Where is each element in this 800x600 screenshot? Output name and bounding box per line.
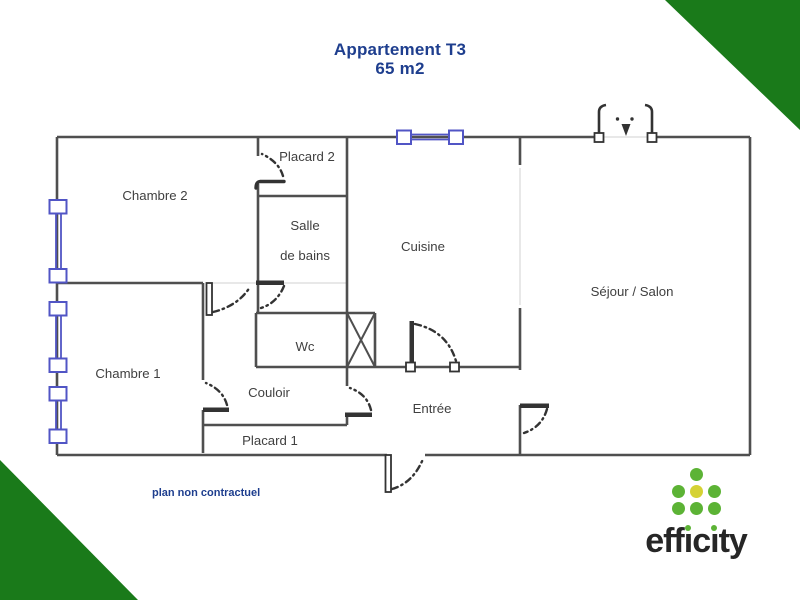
logo-dot-green [707, 485, 721, 498]
room-label-placard2: Placard 2 [279, 149, 335, 164]
title-line-1: Appartement T3 [333, 40, 467, 59]
logo-dot-green [707, 502, 721, 515]
logo-wordmark: effıcıty [645, 522, 748, 560]
window-left-2 [48, 301, 68, 373]
wordmark-i: ı [710, 522, 720, 560]
door-chambre1 [203, 381, 229, 412]
wordmark-part: eff [645, 522, 685, 560]
door-entree-sejour [520, 403, 549, 435]
disclaimer-text: plan non contractuel [152, 487, 261, 499]
logo-dot-green [671, 502, 685, 515]
door-salle-de-bains [256, 280, 286, 310]
window-left-1 [48, 199, 68, 284]
window-left-3 [48, 386, 68, 444]
wordmark-part: ty [718, 522, 748, 560]
logo-dot-green [689, 468, 703, 481]
window-top [396, 129, 464, 145]
walls [55, 135, 752, 457]
wordmark-i: ı [683, 522, 694, 560]
page-title: Appartement T3 65 m2 [0, 40, 800, 78]
efficity-logo: effıcıty [626, 468, 766, 558]
room-label-entree: Entrée [413, 401, 452, 416]
door-chambre2 [205, 282, 252, 316]
logo-dots-icon [671, 468, 721, 515]
corner-triangle-bottom-left [0, 460, 138, 600]
room-label-wc: Wc [295, 339, 314, 354]
room-label-chambre2: Chambre 2 [122, 188, 187, 203]
logo-dot-yellow [689, 485, 703, 498]
room-label-couloir: Couloir [248, 385, 290, 400]
room-label-sejour-salon: Séjour / Salon [591, 284, 674, 299]
door-couloir-entree [345, 386, 373, 417]
room-label-salle-de-bains-2: de bains [280, 248, 330, 263]
room-label-cuisine: Cuisine [401, 239, 445, 254]
room-label-chambre1: Chambre 1 [95, 366, 160, 381]
room-label-salle-de-bains-1: Salle [290, 218, 319, 233]
door-placard2 [254, 152, 286, 190]
wc-cross-symbol [346, 312, 376, 368]
window-symbols [48, 129, 464, 444]
wordmark-part: c [692, 522, 711, 560]
door-cuisine [405, 321, 460, 373]
title-line-2: 65 m2 [375, 59, 425, 78]
corner-triangle-top-right [665, 0, 800, 130]
logo-dot-green [689, 502, 703, 515]
door-main-entrance [384, 454, 425, 493]
logo-dot-green [671, 485, 685, 498]
opening-guide-lines [212, 136, 648, 305]
door-swing-symbols [203, 152, 549, 493]
double-door-symbol [593, 103, 658, 143]
room-label-placard1: Placard 1 [242, 433, 298, 448]
